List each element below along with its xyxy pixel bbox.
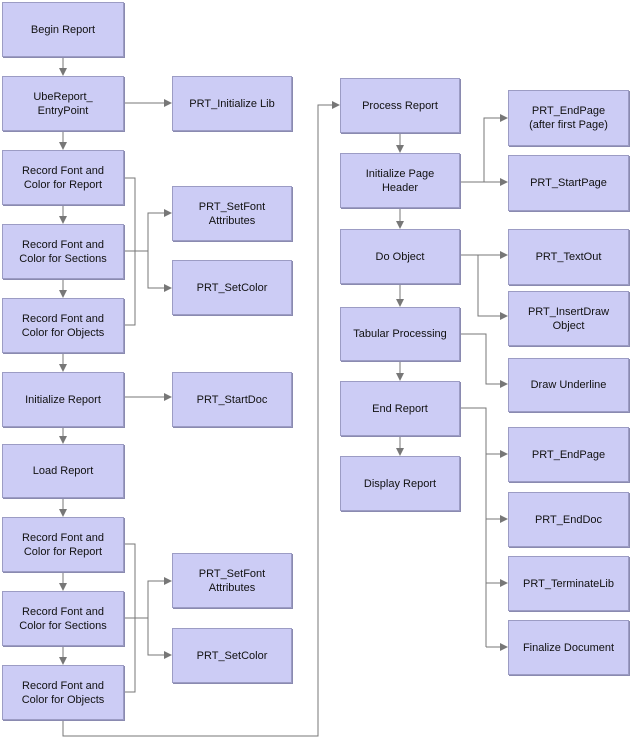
arrow-to-setfont-1 (147, 209, 172, 251)
node-prt-terminatelib: PRT_TerminateLib (508, 556, 629, 611)
node-begin-report: Begin Report (2, 2, 124, 57)
node-prt-setcolor-1: PRT_SetColor (172, 260, 292, 315)
node-initialize-page-header: Initialize Page Header (340, 153, 460, 208)
node-draw-underline: Draw Underline (508, 358, 629, 412)
node-record-font-report-2: Record Font and Color for Report (2, 517, 124, 572)
node-end-report: End Report (340, 381, 460, 436)
node-record-font-report-1: Record Font and Color for Report (2, 150, 124, 205)
arrow-to-endpage-first (483, 114, 508, 182)
node-prt-setfont-attributes-2: PRT_SetFont Attributes (172, 553, 292, 608)
end-report-trunk (460, 407, 487, 647)
node-prt-startpage: PRT_StartPage (508, 155, 629, 211)
arrow-to-draw-underline (460, 333, 508, 388)
node-tabular-processing: Tabular Processing (340, 307, 460, 361)
node-prt-startdoc: PRT_StartDoc (172, 372, 292, 427)
node-prt-insertdraw-object: PRT_InsertDraw Object (508, 291, 629, 346)
node-prt-endpage-after-first: PRT_EndPage (after first Page) (508, 90, 629, 146)
node-prt-endpage: PRT_EndPage (508, 427, 629, 482)
node-prt-enddoc: PRT_EndDoc (508, 492, 629, 547)
node-record-font-objects-1: Record Font and Color for Objects (2, 298, 124, 353)
node-prt-initialize-lib: PRT_Initialize Lib (172, 76, 292, 131)
node-do-object: Do Object (340, 229, 460, 284)
arrow-to-setcolor-2 (147, 618, 172, 659)
node-initialize-report: Initialize Report (2, 372, 124, 427)
node-ubereport-entrypoint: UbeReport_ EntryPoint (2, 76, 124, 131)
node-record-font-objects-2: Record Font and Color for Objects (2, 665, 124, 720)
node-prt-setcolor-2: PRT_SetColor (172, 628, 292, 683)
arrow-to-setfont-2 (147, 577, 172, 618)
arrow-objects2-to-process-report (62, 101, 340, 737)
node-finalize-document: Finalize Document (508, 620, 629, 675)
node-process-report: Process Report (340, 78, 460, 133)
node-load-report: Load Report (2, 444, 124, 498)
node-display-report: Display Report (340, 456, 460, 511)
node-prt-textout: PRT_TextOut (508, 229, 629, 285)
node-prt-setfont-attributes-1: PRT_SetFont Attributes (172, 186, 292, 241)
node-record-font-sections-2: Record Font and Color for Sections (2, 591, 124, 646)
node-record-font-sections-1: Record Font and Color for Sections (2, 224, 124, 279)
arrow-to-setcolor-1 (147, 251, 172, 292)
arrow-to-insertdraw (477, 255, 508, 320)
